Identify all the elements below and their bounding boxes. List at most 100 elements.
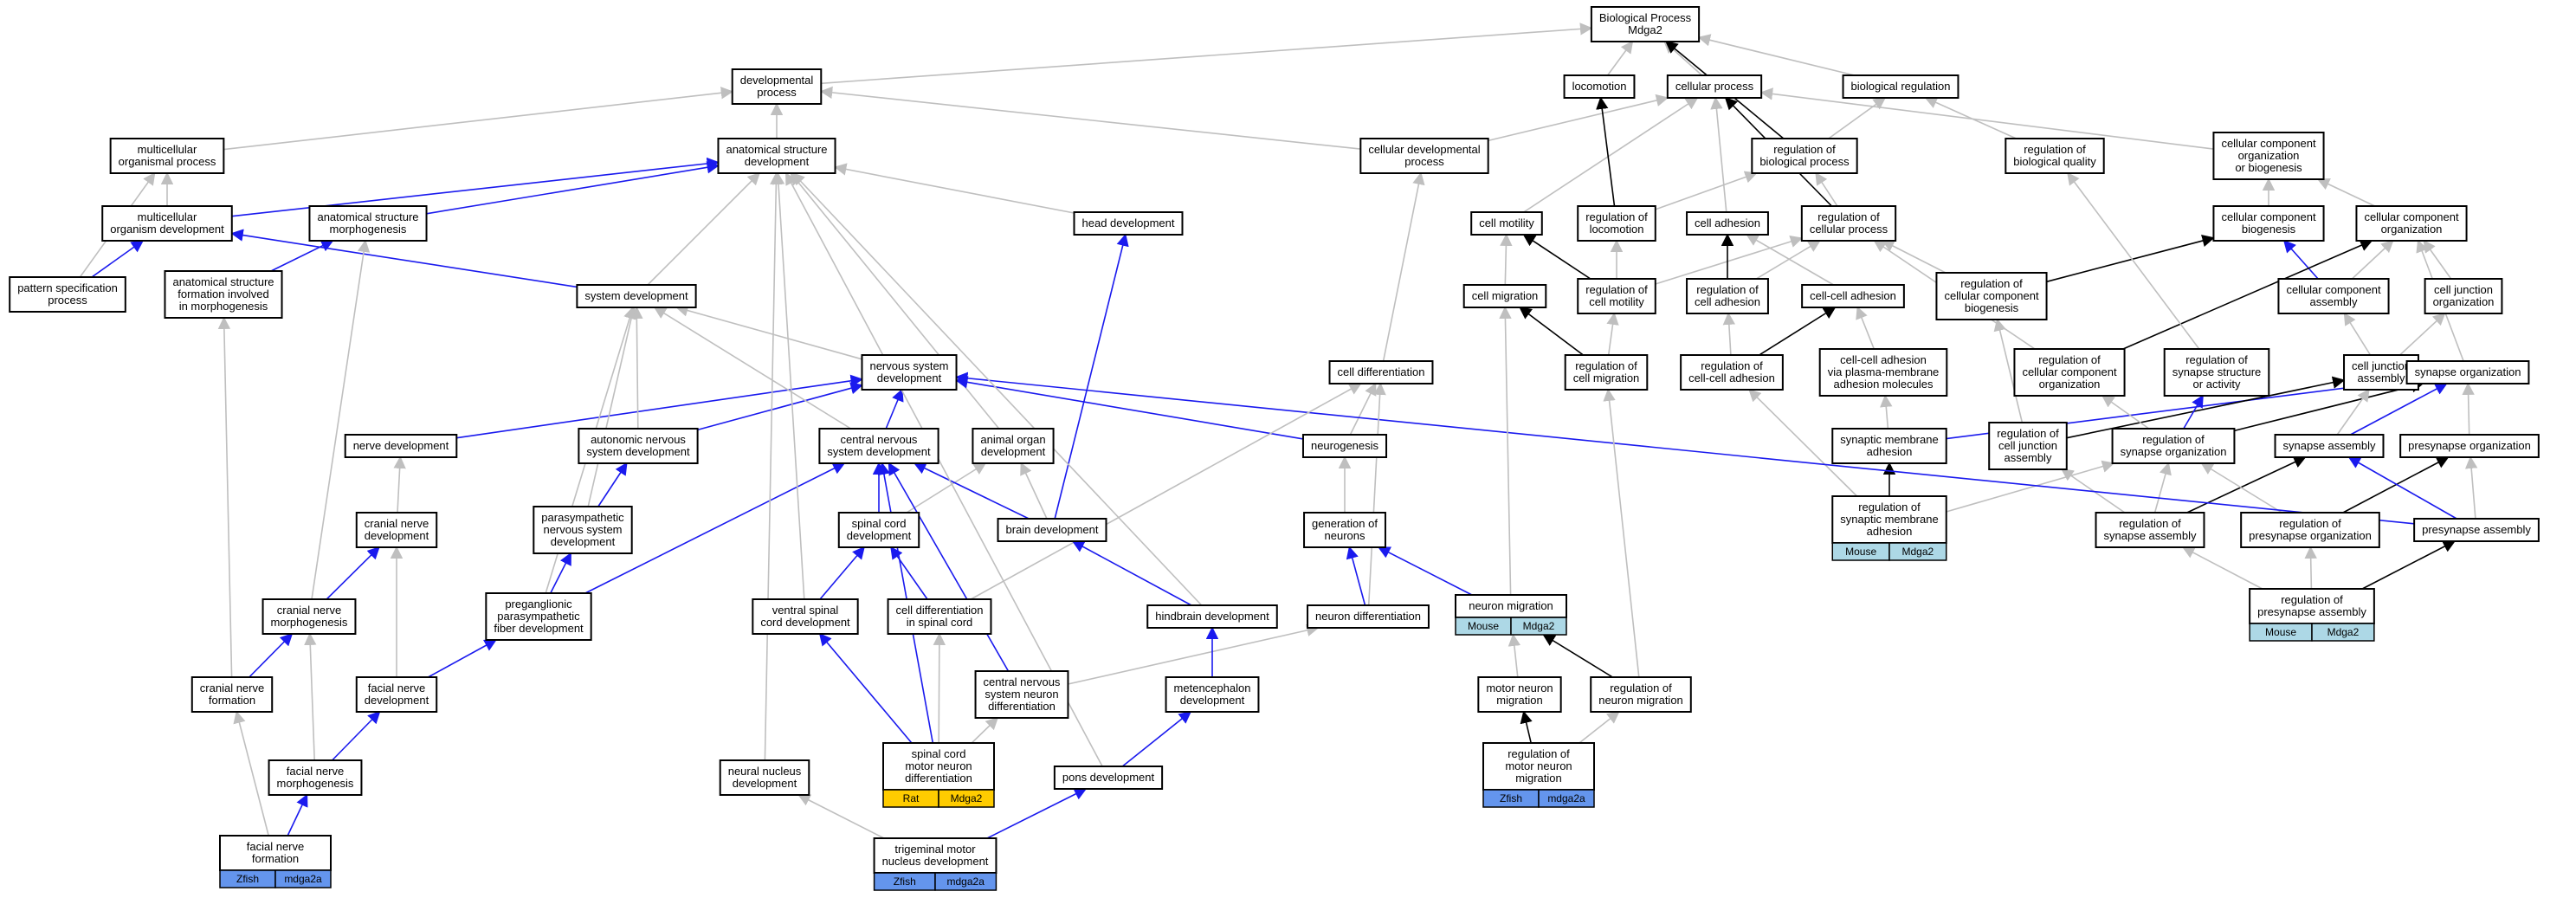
go-term-bio-reg[interactable]: biological regulation	[1842, 74, 1959, 99]
edge-isa	[1710, 96, 1727, 213]
go-term-syn-assembly[interactable]: synapse assembly	[2274, 434, 2385, 458]
go-term-hindbrain[interactable]: hindbrain development	[1146, 604, 1278, 629]
go-term-system-dev[interactable]: system development	[576, 284, 697, 308]
term-label: fiber development	[494, 622, 584, 635]
go-term-neurogenesis[interactable]: neurogenesis	[1301, 434, 1388, 458]
go-term-brain-dev[interactable]: brain development	[997, 518, 1107, 542]
edge-regulates	[1596, 96, 1616, 207]
term-label: cellular component	[2221, 137, 2316, 150]
gene-cell	[1538, 789, 1595, 808]
edge-part-of	[885, 388, 904, 430]
term-label: cell adhesion	[1695, 295, 1760, 308]
term-label: synapse assembly	[2283, 439, 2376, 452]
go-term-pons[interactable]: pons development	[1053, 766, 1164, 790]
term-label: development	[365, 529, 429, 542]
edge-part-of	[1071, 540, 1192, 606]
go-term-head-dev[interactable]: head development	[1073, 211, 1184, 236]
term-label: differentiation	[988, 700, 1056, 713]
term-label: parasympathetic	[541, 511, 624, 524]
term-box	[974, 670, 1069, 719]
go-term-locomotion[interactable]: locomotion	[1563, 74, 1636, 99]
go-term-cc-adhesion[interactable]: cell-cell adhesion	[1801, 284, 1905, 308]
go-term-cell-motility[interactable]: cell motility	[1470, 211, 1543, 236]
go-term-cell-migration[interactable]: cell migration	[1462, 284, 1547, 308]
term-label: presynapse assembly	[2422, 523, 2531, 536]
edge-regulates	[2234, 380, 2424, 432]
go-term-cell-diff[interactable]: cell differentiation	[1328, 360, 1434, 384]
edge-part-of	[913, 462, 1030, 520]
edge-isa	[1993, 318, 2024, 423]
go-term-presyn-assembly[interactable]: presynapse assembly	[2413, 518, 2540, 542]
term-label: formation involved	[178, 287, 269, 300]
go-term-presyn-org[interactable]: presynapse organization	[2399, 434, 2540, 458]
go-term-cell-proc[interactable]: cellular process	[1666, 74, 1763, 99]
term-box	[1590, 6, 1701, 42]
term-box	[2163, 348, 2270, 397]
go-term-nerve-dev[interactable]: nerve development	[344, 434, 458, 458]
term-label: morphogenesis	[271, 616, 348, 629]
term-box	[2399, 434, 2540, 458]
go-term-syn-org[interactable]: synapse organization	[2405, 360, 2530, 384]
go-term-neuron-diff[interactable]: neuron differentiation	[1307, 604, 1430, 629]
go-term-cell-adhesion[interactable]: cell adhesion	[1686, 211, 1769, 236]
